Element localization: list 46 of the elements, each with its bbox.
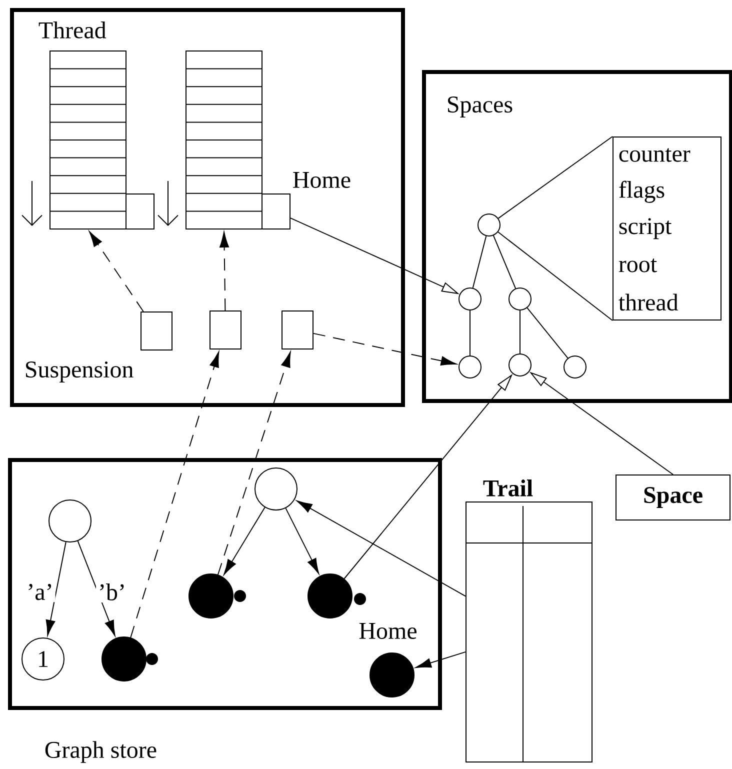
graph-node: 1 [22,638,64,680]
space-node [458,356,482,378]
space-box: Space [616,474,731,520]
space-node [508,354,532,376]
arrow [89,231,144,312]
edge-label: ’a’ [24,582,56,602]
caption-label: Suspension [26,362,134,382]
arrow [285,508,320,574]
space-node [564,356,587,378]
connector-line [498,136,613,219]
arrow [46,542,66,636]
arrow [220,232,229,311]
variable-node [308,574,366,618]
arrow [313,332,457,366]
home-cell [126,194,154,230]
connector-line [498,232,613,321]
edge-label: ’b’ [96,582,128,602]
connector-line [492,235,516,289]
trail-table: Trail [466,480,593,762]
home-cell [262,194,290,230]
arrow [217,352,291,576]
beside-label: Home [293,172,350,188]
suspension-box [210,310,242,350]
suspension-box [282,310,314,350]
arrow [77,540,116,636]
space-node [478,214,500,236]
connector-line [472,236,487,288]
stack-drawing [186,50,262,230]
space-node [508,288,532,310]
node-label: Trail [483,480,533,496]
arrow [296,500,466,597]
connector-line [526,307,568,359]
variable-node [188,574,246,618]
stack-drawing [50,50,126,230]
graph-node [254,468,298,510]
variable-node [102,636,158,682]
variable-node [370,652,414,698]
space-node [458,288,482,310]
suspension-box [140,312,172,350]
arrow [416,651,466,668]
arrow [130,352,220,638]
arrow [224,506,266,575]
beside-label: Home [359,623,416,639]
graph-node [48,500,92,542]
field-list-box: counter flags script root thread [612,136,722,320]
node-label: Graph store [45,741,156,763]
